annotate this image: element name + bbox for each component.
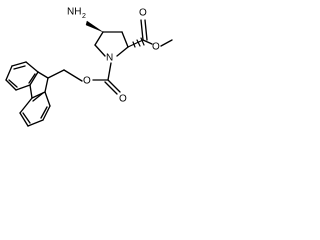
benzene-double-bond (22, 112, 31, 124)
ring-bond-c2-c3 (121, 31, 129, 48)
fluorene-bond (29, 71, 39, 86)
carbamate-carbonyl-oxygen: O (119, 94, 127, 105)
benzene-bond (11, 61, 27, 67)
methyl-bond (160, 39, 173, 47)
oxy-methylene-bond (63, 69, 83, 82)
fluorene-bond (37, 71, 49, 79)
amine-wedge-bond (85, 20, 104, 33)
carbamate-carbonyl-bond-double (104, 81, 118, 95)
ester-carbonyl-bond-double (144, 19, 148, 41)
hash-mark (132, 41, 136, 48)
ester-carbonyl-oxygen: O (139, 8, 147, 19)
benzene-bond (42, 105, 51, 121)
benzene-bond (19, 112, 29, 127)
pyrrolidine-ring (94, 31, 129, 57)
structural-formula: NH 2 O O N O O (0, 0, 177, 140)
ester-ether-oxygen: O (152, 42, 160, 53)
fluorene-bond (29, 84, 33, 99)
ester-ether-bond (142, 39, 153, 45)
amine-label: NH (67, 7, 81, 18)
ring-bond-c4-c5 (94, 31, 104, 46)
ring-bond-c5-n (94, 44, 106, 57)
benzene-double-bond (8, 79, 18, 88)
ester-carbonyl-bond (140, 19, 144, 41)
benzene-bond (5, 65, 13, 81)
fluorenyl-group (5, 61, 51, 127)
ring-nitrogen: N (106, 53, 113, 64)
benzene-double-bond (28, 73, 36, 84)
benzene-double-bond (13, 65, 26, 70)
carbamate-ether-oxygen: O (83, 76, 91, 87)
benzene-bond (27, 119, 44, 127)
benzene-bond (15, 84, 31, 91)
benzene-double-bond (40, 106, 48, 119)
ester-hashed-bond (127, 39, 144, 48)
hash-mark (136, 39, 141, 47)
ring-bond-n-c2 (116, 46, 129, 57)
benzene-bond (19, 97, 33, 114)
fluorene-bond (44, 77, 49, 93)
hash-mark (140, 37, 145, 46)
amine-group: NH 2 (67, 7, 104, 33)
methylene-fluorenyl-bond (47, 69, 65, 79)
benzene-double-bond (32, 92, 44, 102)
carbamate-carbonyl-bond (107, 79, 121, 93)
benzene-bond (25, 61, 39, 73)
n-carbonyl-bond (107, 62, 112, 81)
amine-subscript: 2 (82, 13, 86, 20)
carbamate-group: O O (47, 62, 127, 105)
methyl-ester-group: O O (127, 8, 173, 53)
benzene-bond (5, 79, 17, 91)
benzene-bond (44, 91, 51, 107)
